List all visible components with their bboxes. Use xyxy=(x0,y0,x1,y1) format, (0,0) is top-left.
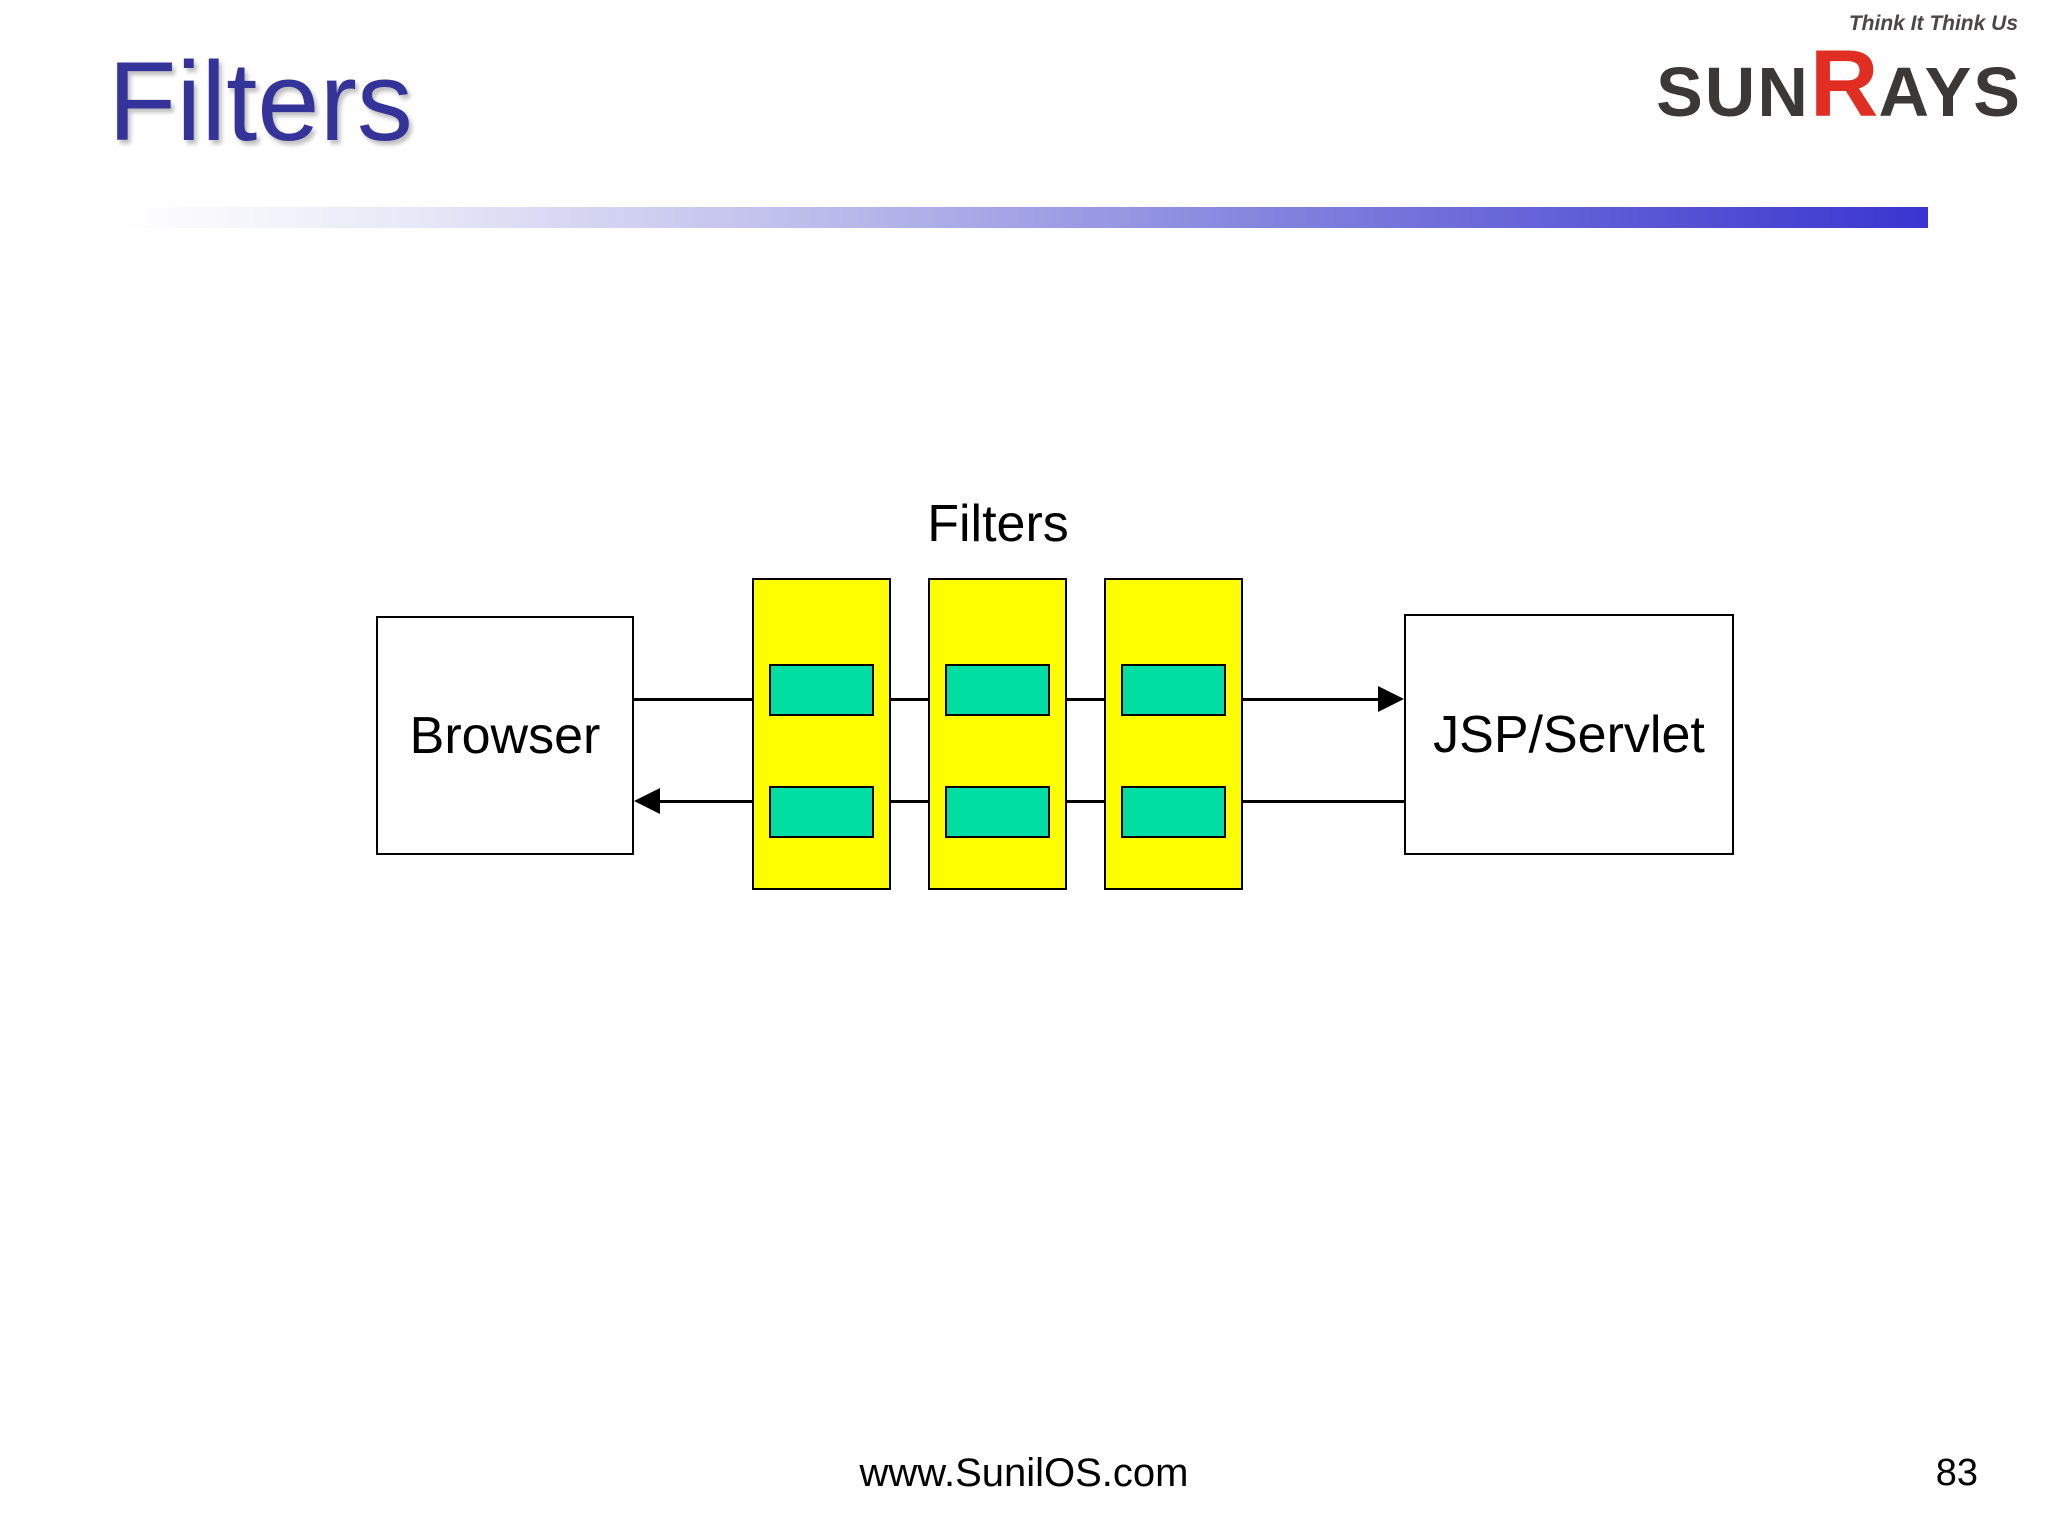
filter-box-3 xyxy=(1104,578,1243,890)
arrow-right-icon xyxy=(1378,686,1404,712)
logo-text-ays: AYS xyxy=(1878,53,2022,132)
title-accent-bar xyxy=(120,207,1928,228)
logo-text-r: R xyxy=(1809,31,1879,138)
page-title: Filters xyxy=(108,39,413,164)
diagram-label-filters: Filters xyxy=(927,495,1069,553)
filter-chip xyxy=(1121,786,1226,838)
page-number: 83 xyxy=(1935,1452,1978,1494)
browser-label: Browser xyxy=(409,706,601,765)
logo-tagline: Think It Think Us xyxy=(1848,12,2018,35)
filter-box-2 xyxy=(928,578,1067,890)
filter-chip xyxy=(1121,664,1226,716)
filter-box-1 xyxy=(752,578,891,890)
sunrays-logo: Think It Think Us SUN R AYS xyxy=(1656,12,2022,132)
logo-wordmark: SUN R AYS xyxy=(1656,37,2022,132)
filter-chip xyxy=(769,786,874,838)
filter-chip xyxy=(769,664,874,716)
arrow-left-icon xyxy=(634,788,660,814)
browser-node: Browser xyxy=(376,616,634,855)
footer-url: www.SunilOS.com xyxy=(859,1451,1189,1495)
jsp-servlet-node: JSP/Servlet xyxy=(1404,614,1734,855)
filter-chip xyxy=(945,664,1050,716)
jsp-servlet-label: JSP/Servlet xyxy=(1433,705,1705,764)
filter-chip xyxy=(945,786,1050,838)
logo-text-sun: SUN xyxy=(1656,53,1810,132)
